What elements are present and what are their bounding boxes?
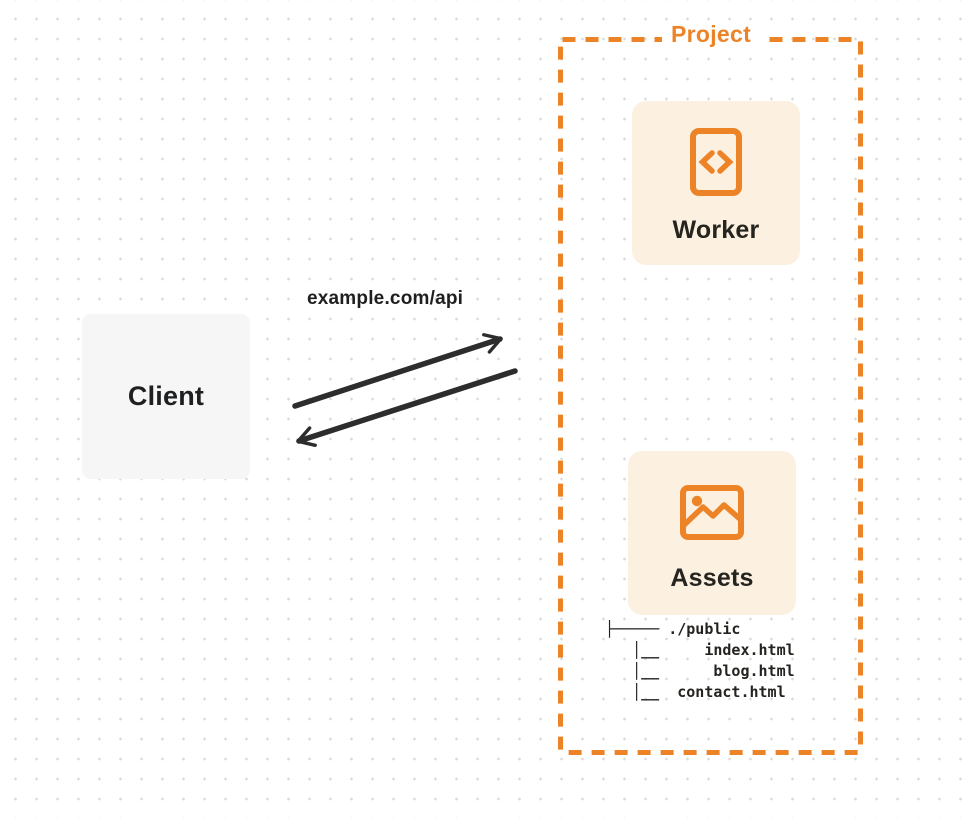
client-label: Client [127, 381, 205, 411]
image-icon [680, 485, 744, 540]
file-tree-item: │__ index.html [605, 641, 795, 659]
worker-icon-wrap [690, 128, 742, 196]
code-document-icon [690, 128, 742, 196]
request-url-label: example.com/api [307, 288, 464, 309]
file-tree-item: │__ contact.html [605, 683, 786, 701]
request-arrow [292, 333, 503, 409]
assets-node: Assets [628, 451, 796, 615]
assets-file-tree: ├───── ./public │__ index.html │__ blog.… [605, 619, 795, 703]
project-label: Project [661, 21, 761, 48]
response-arrow [296, 368, 518, 447]
client-node: Client [82, 314, 250, 479]
file-tree-item: │__ blog.html [605, 662, 795, 680]
assets-label: Assets [670, 564, 754, 592]
assets-icon-wrap [680, 485, 744, 540]
worker-label: Worker [672, 216, 760, 244]
worker-node: Worker [632, 101, 800, 265]
file-tree-root: ├───── ./public [605, 620, 741, 638]
